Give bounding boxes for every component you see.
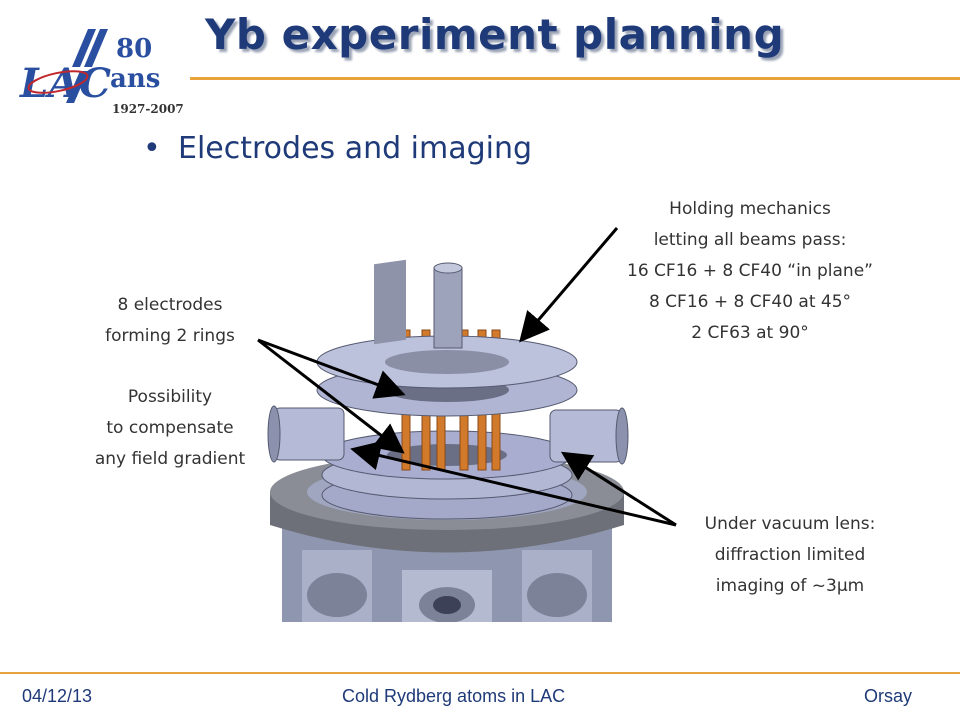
electrodes-line: forming 2 rings [105,326,235,346]
bullet-text: Electrodes and imaging [178,131,533,166]
logo-swirl [27,70,89,94]
footer-title: Cold Rydberg atoms in LAC [342,686,566,706]
logo-anniversary-top: 80 [116,34,152,64]
logo-years: 1927-2007 [112,102,184,116]
bullet-dot: • [143,131,161,166]
lac-80-ans-logo: LAC 80 ans 1927-2007 [19,29,184,116]
footer-date: 04/12/13 [22,686,93,706]
holding-mechanics-note: Holding mechanics letting all beams pass… [600,194,900,349]
holding-line: 8 CF16 + 8 CF40 at 45° [648,292,852,312]
holding-line: 16 CF16 + 8 CF40 “in plane” [627,261,873,281]
gradient-line: to compensate [106,418,234,438]
footer-divider [0,672,960,674]
apparatus-illustration [267,259,629,622]
lens-line: imaging of ~3µm [715,576,865,596]
footer-location: Orsay [864,686,913,706]
holding-line: letting all beams pass: [653,230,847,250]
lens-line: Under vacuum lens: [704,514,876,534]
vacuum-lens-note: Under vacuum lens: diffraction limited i… [680,509,900,602]
gradient-line: Possibility [127,387,213,407]
logo-anniversary-bottom: ans [110,64,160,94]
electrodes-line: 8 electrodes [117,295,223,315]
logo-slashes [66,29,108,103]
gradient-line: any field gradient [94,449,246,469]
lens-line: diffraction limited [714,545,866,565]
top-post [374,259,463,349]
logo-lettering: LAC [19,60,111,107]
title-divider [190,77,960,80]
lower-plates [321,430,573,520]
holding-line: 2 CF63 at 90° [691,323,809,343]
field-gradient-note: Possibility to compensate any field grad… [68,382,272,475]
slide-title: Yb experiment planning [205,10,785,59]
electrodes-note: 8 electrodes forming 2 rings [80,290,260,352]
holding-line: Holding mechanics [669,199,831,219]
